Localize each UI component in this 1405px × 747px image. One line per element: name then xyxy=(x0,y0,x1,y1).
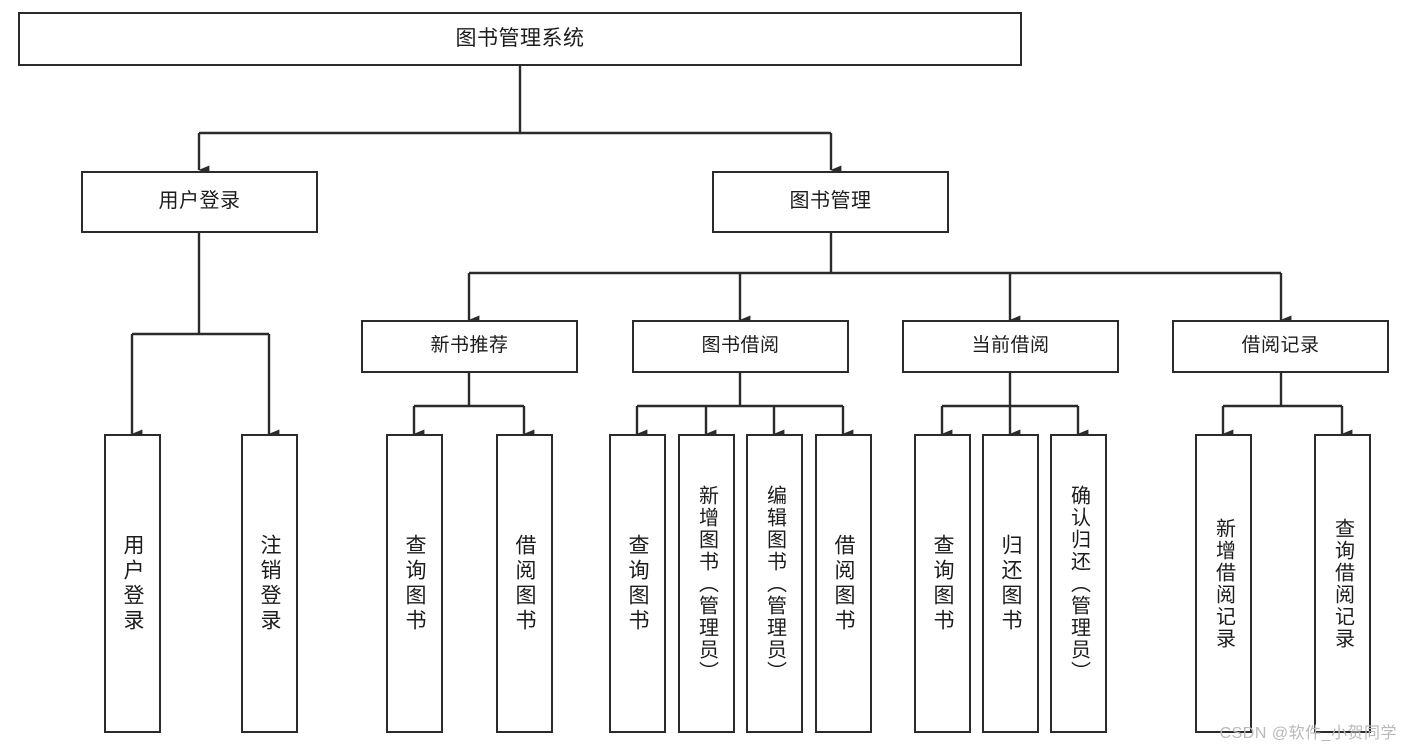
node-leaf-borrow-edit-book-label: 编辑图书（管理员） xyxy=(763,484,786,683)
node-book-borrow-label: 图书借阅 xyxy=(701,335,780,357)
node-root-system[interactable]: 图书管理系统 xyxy=(18,12,1022,66)
node-current-borrow-label: 当前借阅 xyxy=(971,335,1050,357)
node-leaf-user-login-login-label: 用户登录 xyxy=(121,533,144,634)
node-current-borrow[interactable]: 当前借阅 xyxy=(902,320,1119,373)
node-book-manage[interactable]: 图书管理 xyxy=(712,171,949,233)
node-user-login-label: 用户登录 xyxy=(158,190,241,213)
node-leaf-user-login-logout[interactable]: 注销登录 xyxy=(241,434,298,733)
node-leaf-new-book-borrow[interactable]: 借阅图书 xyxy=(496,434,553,733)
node-book-manage-label: 图书管理 xyxy=(789,190,872,213)
node-leaf-current-confirm-return[interactable]: 确认归还（管理员） xyxy=(1050,434,1107,733)
node-leaf-current-confirm-return-label: 确认归还（管理员） xyxy=(1067,484,1090,683)
node-leaf-borrow-add-book-label: 新增图书（管理员） xyxy=(695,484,718,683)
node-leaf-borrow-add-book[interactable]: 新增图书（管理员） xyxy=(678,434,735,733)
node-root-system-label: 图书管理系统 xyxy=(455,26,585,50)
node-leaf-borrow-query-label: 查询图书 xyxy=(626,533,649,634)
node-leaf-borrow-query[interactable]: 查询图书 xyxy=(609,434,666,733)
node-leaf-record-query-label: 查询借阅记录 xyxy=(1331,517,1354,650)
node-new-book-recommend-label: 新书推荐 xyxy=(430,335,509,357)
node-leaf-new-book-borrow-label: 借阅图书 xyxy=(513,533,536,634)
node-user-login[interactable]: 用户登录 xyxy=(81,171,318,233)
node-leaf-current-query[interactable]: 查询图书 xyxy=(914,434,971,733)
node-leaf-new-book-query[interactable]: 查询图书 xyxy=(386,434,443,733)
node-leaf-user-login-login[interactable]: 用户登录 xyxy=(104,434,161,733)
node-leaf-record-add[interactable]: 新增借阅记录 xyxy=(1195,434,1252,733)
node-leaf-current-return-label: 归还图书 xyxy=(999,533,1022,634)
node-new-book-recommend[interactable]: 新书推荐 xyxy=(361,320,578,373)
node-leaf-current-return[interactable]: 归还图书 xyxy=(982,434,1039,733)
node-leaf-borrow-borrow-book-label: 借阅图书 xyxy=(832,533,855,634)
node-leaf-user-login-logout-label: 注销登录 xyxy=(258,533,281,634)
node-leaf-borrow-borrow-book[interactable]: 借阅图书 xyxy=(815,434,872,733)
node-borrow-record[interactable]: 借阅记录 xyxy=(1172,320,1389,373)
node-leaf-record-query[interactable]: 查询借阅记录 xyxy=(1314,434,1371,733)
node-leaf-current-query-label: 查询图书 xyxy=(931,533,954,634)
node-leaf-record-add-label: 新增借阅记录 xyxy=(1212,517,1235,650)
node-book-borrow[interactable]: 图书借阅 xyxy=(632,320,849,373)
node-leaf-borrow-edit-book[interactable]: 编辑图书（管理员） xyxy=(746,434,803,733)
node-borrow-record-label: 借阅记录 xyxy=(1241,335,1320,357)
node-leaf-new-book-query-label: 查询图书 xyxy=(403,533,426,634)
